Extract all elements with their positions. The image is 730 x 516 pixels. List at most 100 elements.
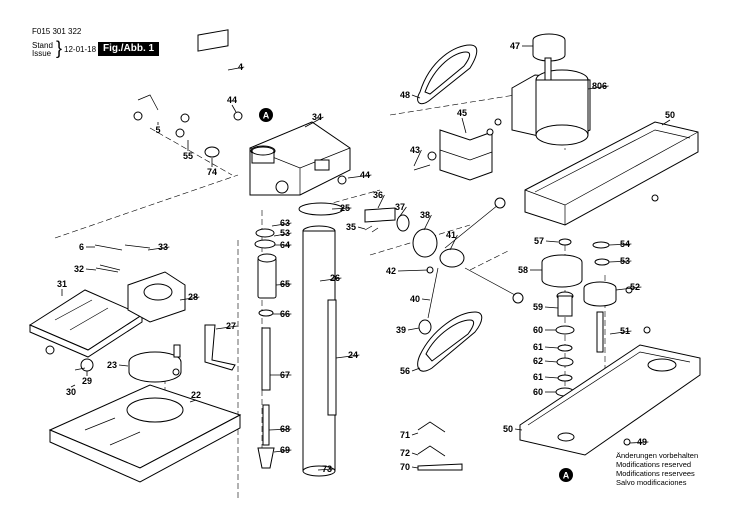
- part-label-64: 64: [280, 240, 290, 250]
- note-es: Salvo modificaciones: [616, 478, 687, 487]
- part-label-69: 69: [280, 445, 290, 455]
- note-de: Änderungen vorbehalten: [616, 451, 699, 460]
- issue-date: 12-01-18: [64, 45, 97, 54]
- part-label-70: 70: [400, 462, 410, 472]
- head-casting: [249, 121, 351, 196]
- part-label-50: 50: [503, 424, 513, 434]
- leader-line-45: [461, 117, 467, 134]
- leader-line-24: [335, 354, 360, 359]
- leader-line-71: [411, 432, 419, 436]
- stand-label: Stand: [32, 41, 53, 50]
- leader-line-68: [268, 428, 292, 431]
- leader-line-25: [331, 207, 352, 210]
- part-label-22: 22: [191, 390, 201, 400]
- part-label-59: 59: [533, 302, 543, 312]
- leader-line-44: [347, 174, 372, 179]
- part-label-32: 32: [74, 264, 84, 274]
- part-label-54: 54: [620, 239, 630, 249]
- leader-line-54: [608, 243, 632, 246]
- figure-badge: Fig./Abb. 1: [98, 42, 160, 56]
- leader-line-73: [317, 468, 334, 471]
- part-label-4: 4: [238, 62, 243, 72]
- note-en: Modifications reserved: [616, 460, 692, 469]
- pinion-parts: [364, 197, 524, 335]
- leader-line-49: [629, 441, 649, 444]
- leader-line-61: [544, 376, 559, 379]
- part-label-43: 43: [410, 145, 420, 155]
- base-assembly: [48, 351, 242, 483]
- table-assembly: [28, 244, 236, 371]
- hex-keys: [417, 421, 463, 471]
- part-label-60: 60: [533, 387, 543, 397]
- part-label-50: 50: [665, 110, 675, 120]
- reference-marker-bottom: A: [559, 468, 573, 482]
- part-label-51: 51: [620, 326, 630, 336]
- part-label-60: 60: [533, 325, 543, 335]
- part-label-55: 55: [183, 151, 193, 161]
- leader-line-23: [118, 364, 129, 367]
- part-label-6: 6: [79, 242, 84, 252]
- note-fr: Modifications reservees: [616, 469, 695, 478]
- part-label-39: 39: [396, 325, 406, 335]
- leader-line-4: [227, 66, 245, 71]
- leader-line-42: [397, 269, 429, 272]
- motor-assembly: [417, 33, 591, 146]
- part-label-53: 53: [620, 256, 630, 266]
- part-label-61: 61: [533, 342, 543, 352]
- leader-line-39: [407, 327, 420, 331]
- part-label-24: 24: [348, 350, 358, 360]
- leader-line-806: [587, 85, 609, 90]
- leader-line-44: [231, 104, 237, 113]
- leader-line-63: [271, 222, 292, 227]
- leader-line-34: [304, 116, 324, 128]
- leader-line-51: [609, 330, 632, 335]
- part-label-49: 49: [637, 437, 647, 447]
- part-label-42: 42: [386, 266, 396, 276]
- part-label-38: 38: [420, 210, 430, 220]
- reference-marker-bottom-text: A: [563, 471, 570, 481]
- header-brace: }: [56, 38, 63, 58]
- leader-line-48: [411, 94, 421, 99]
- part-label-67: 67: [280, 370, 290, 380]
- part-label-35: 35: [346, 222, 356, 232]
- leader-line-72: [411, 452, 419, 456]
- leader-line-53: [273, 232, 292, 237]
- part-label-41: 41: [446, 230, 456, 240]
- reference-marker-top: A: [259, 108, 273, 122]
- part-label-74: 74: [207, 167, 217, 177]
- leader-line-70: [411, 466, 419, 469]
- leader-line-28: [179, 296, 200, 301]
- part-label-52: 52: [630, 282, 640, 292]
- part-label-28: 28: [188, 292, 198, 302]
- part-label-45: 45: [457, 108, 467, 118]
- part-label-36: 36: [373, 190, 383, 200]
- leader-line-52: [615, 286, 642, 291]
- leader-line-33: [147, 246, 170, 251]
- part-label-25: 25: [340, 203, 350, 213]
- part-label-40: 40: [410, 294, 420, 304]
- leader-line-22: [189, 399, 197, 403]
- part-label-26: 26: [330, 273, 340, 283]
- belt-lower: [417, 311, 483, 372]
- hardware-bits: [45, 29, 659, 446]
- motor-bracket: [439, 129, 493, 181]
- part-label-5: 5: [155, 125, 160, 135]
- part-label-73: 73: [322, 464, 332, 474]
- part-label-53: 53: [280, 228, 290, 238]
- leader-line-62: [544, 360, 558, 363]
- document-id: F015 301 322: [32, 27, 82, 36]
- part-label-56: 56: [400, 366, 410, 376]
- part-label-61: 61: [533, 372, 543, 382]
- column: [298, 202, 344, 477]
- leader-line-65: [275, 283, 292, 286]
- leader-line-41: [449, 234, 458, 251]
- part-label-33: 33: [158, 242, 168, 252]
- leader-line-27: [215, 325, 238, 330]
- leader-line-69: [273, 449, 292, 453]
- leader-line-59: [544, 306, 559, 309]
- part-label-27: 27: [226, 321, 236, 331]
- leader-line-57: [545, 240, 559, 243]
- part-label-48: 48: [400, 90, 410, 100]
- leader-line-61: [544, 346, 559, 349]
